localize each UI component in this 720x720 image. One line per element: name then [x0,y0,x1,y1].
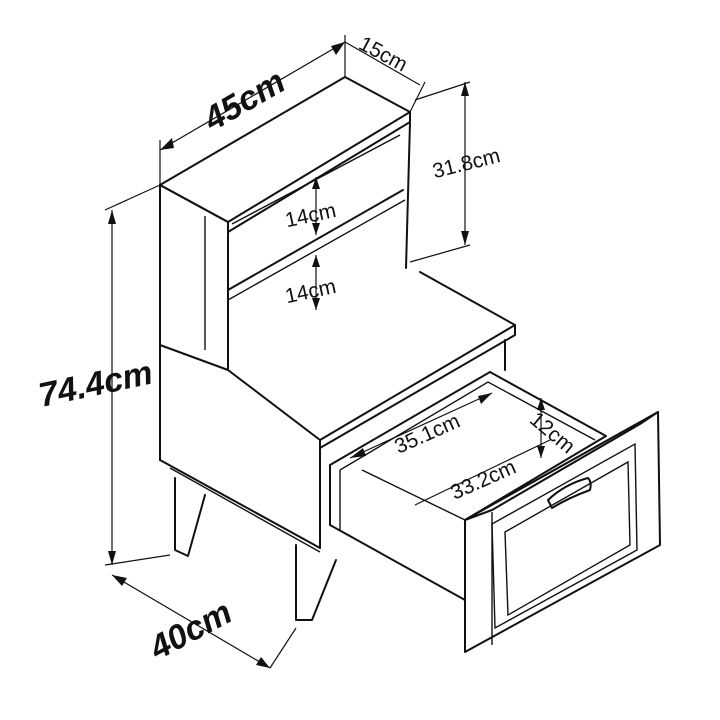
dimension-label-drawer-depth: 33.2cm [447,456,519,505]
dimension-arrows [108,42,545,668]
dimension-label-height-top: 31.8cm [430,144,502,183]
dimension-label-total-height: 74.4cm [35,354,156,415]
dimension-label-shelf-lower: 14cm [283,275,338,308]
dimension-label-depth: 40cm [143,593,239,668]
dimension-label-depth-top: 15cm [355,32,411,76]
furniture-outline [159,76,661,653]
dimension-label-drawer-width: 35.1cm [391,410,463,459]
dimension-label-shelf-upper: 14cm [283,199,338,232]
dimension-lines [104,35,551,669]
dimension-label-width: 45cm [196,62,291,139]
dimension-label-drawer-height: 12cm [525,408,579,459]
